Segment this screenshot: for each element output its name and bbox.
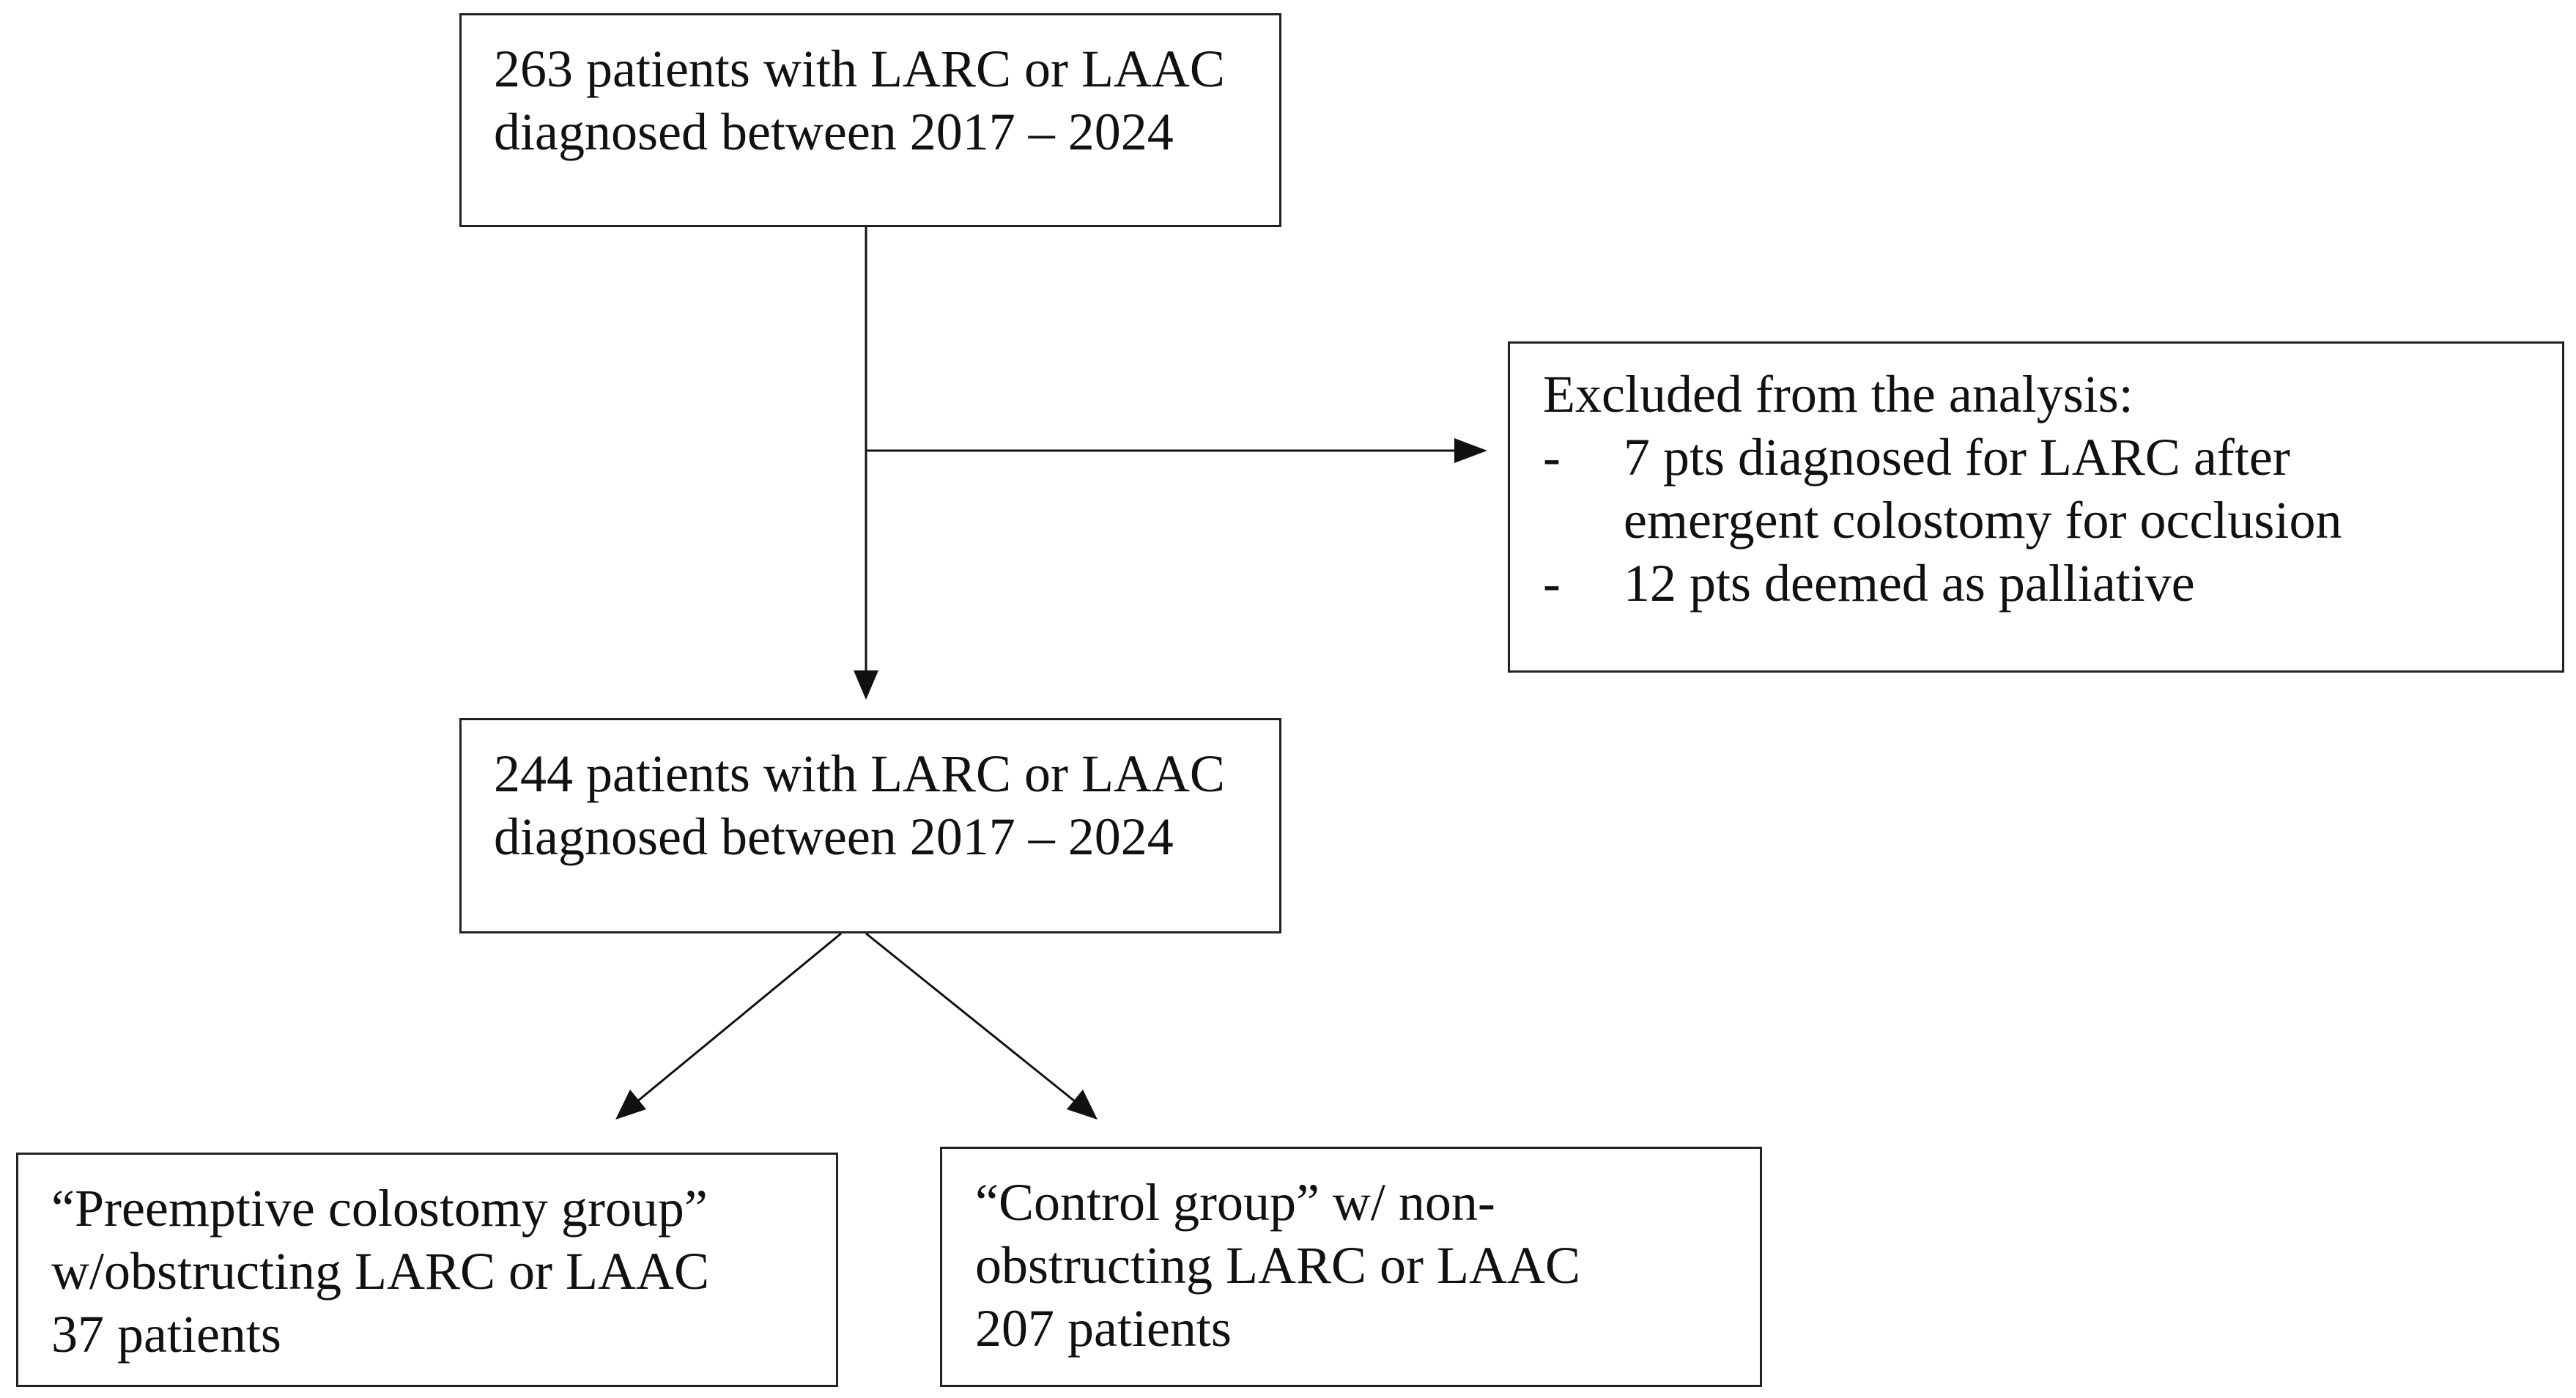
preemptive-arrow: [637, 932, 842, 1103]
included-patients-text: 244 patients with LARC or LAAC diagnosed…: [494, 742, 1225, 868]
included-patients-box: 244 patients with LARC or LAAC diagnosed…: [459, 718, 1281, 933]
included-patients-line: diagnosed between 2017 – 2024: [494, 807, 1174, 866]
control-group-line: “Control group” w/ non-: [975, 1173, 1495, 1232]
preemptive-group-box: “Preemptive colostomy group” w/obstructi…: [16, 1153, 838, 1387]
excluded-heading: Excluded from the analysis:: [1543, 365, 2133, 424]
control-group-count: 207 patients: [975, 1299, 1232, 1358]
excluded-box: Excluded from the analysis: - 7 pts diag…: [1508, 341, 2564, 673]
total-patients-text: 263 patients with LARC or LAAC diagnosed…: [494, 37, 1225, 163]
preemptive-arrowhead: [615, 1090, 646, 1120]
control-arrow: [865, 932, 1076, 1103]
control-arrowhead: [1067, 1090, 1098, 1120]
preemptive-group-count: 37 patients: [51, 1305, 281, 1364]
trunk-arrowhead: [854, 670, 878, 700]
total-patients-line: diagnosed between 2017 – 2024: [494, 103, 1174, 161]
control-group-text: “Control group” w/ non- obstructing LARC…: [975, 1171, 1580, 1360]
control-group-line: obstructing LARC or LAAC: [975, 1236, 1580, 1295]
exclusion-arrowhead: [1454, 438, 1487, 463]
preemptive-group-text: “Preemptive colostomy group” w/obstructi…: [51, 1177, 709, 1366]
included-patients-line: 244 patients with LARC or LAAC: [494, 744, 1225, 803]
excluded-bullet-line: 12 pts deemed as palliative: [1624, 554, 2195, 613]
total-patients-line: 263 patients with LARC or LAAC: [494, 40, 1225, 98]
preemptive-group-line: w/obstructing LARC or LAAC: [51, 1242, 709, 1301]
excluded-bullet: - 12 pts deemed as palliative: [1543, 552, 2342, 615]
control-group-box: “Control group” w/ non- obstructing LARC…: [940, 1147, 1762, 1387]
bullet-dash: -: [1543, 428, 1561, 487]
preemptive-group-line: “Preemptive colostomy group”: [51, 1179, 708, 1238]
excluded-text: Excluded from the analysis: - 7 pts diag…: [1543, 363, 2342, 615]
excluded-bullet-line: emergent colostomy for occlusion: [1624, 491, 2342, 550]
excluded-bullet: - 7 pts diagnosed for LARC after emergen…: [1543, 426, 2342, 552]
excluded-bullet-line: 7 pts diagnosed for LARC after: [1624, 428, 2290, 487]
total-patients-box: 263 patients with LARC or LAAC diagnosed…: [459, 13, 1281, 227]
bullet-dash: -: [1543, 554, 1561, 613]
